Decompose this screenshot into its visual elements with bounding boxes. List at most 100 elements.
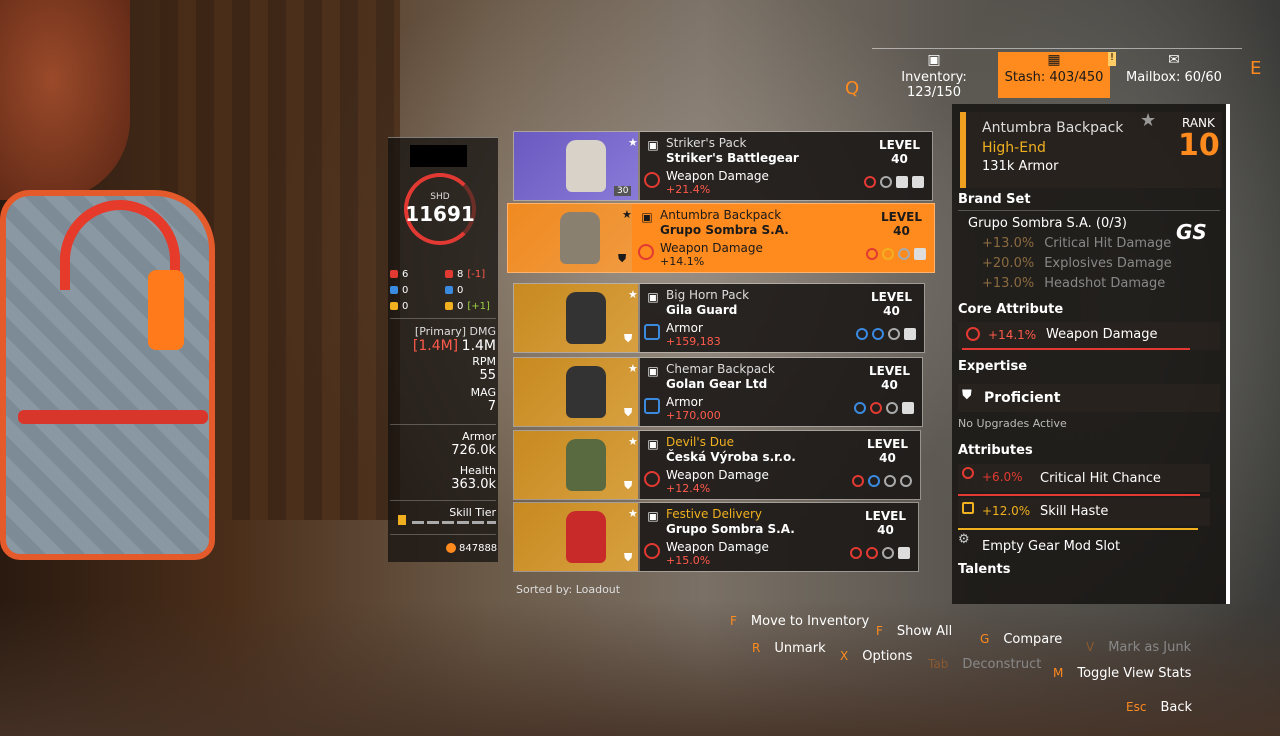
shield-icon: ⛊ [962, 388, 972, 403]
defense-mod-icon [856, 328, 868, 340]
skill-mod-count: 0 [457, 300, 464, 312]
topbar-divider [872, 48, 1242, 49]
talent-icon [898, 248, 910, 260]
favorite-star-icon[interactable]: ★ [628, 507, 638, 520]
item-mod-icons [856, 328, 916, 340]
tab-inventory[interactable]: ▣ Inventory: 123/150 [878, 52, 990, 100]
credits: 847888 [446, 543, 497, 554]
item-info: ▣ Devil's Due Česká Výroba s.r.o. Weapon… [640, 431, 920, 499]
item-chemar-backpack[interactable]: ★ ⛊ ▣ Chemar Backpack Golan Gear Ltd Arm… [513, 357, 923, 427]
mailbox-count: Mailbox: 60/60 [1126, 70, 1222, 85]
offense-mod-icon [445, 270, 453, 278]
talent-icon [886, 402, 898, 414]
item-antumbra-backpack[interactable]: ★ ⛊ ▣ Antumbra Backpack Grupo Sombra S.A… [507, 203, 935, 273]
offense-mod-count: 8 [457, 268, 464, 280]
brand-bonus-value: +13.0% [982, 276, 1035, 291]
weapon-damage-icon [644, 543, 660, 559]
expertise-upgrades: No Upgrades Active [958, 417, 1067, 430]
talent-icon [888, 328, 900, 340]
backpack-icon: ▣ [647, 290, 659, 304]
brand-bonus-name: Headshot Damage [1044, 276, 1166, 291]
item-mod-icons [852, 475, 912, 487]
item-attribute: Armor [666, 321, 703, 335]
weapon-damage-icon [638, 244, 654, 260]
item-strikers-pack[interactable]: ★ 30 ▣ Striker's Pack Striker's Battlege… [513, 131, 933, 201]
item-big-horn-pack[interactable]: ★ ⛊ ▣ Big Horn Pack Gila Guard Armor +15… [513, 283, 925, 353]
tab-mailbox[interactable]: ✉ Mailbox: 60/60 [1118, 52, 1230, 98]
favorite-star-icon[interactable]: ★ [622, 208, 632, 221]
sort-indicator[interactable]: Sorted by: Loadout [516, 583, 621, 596]
health-value: 363.0k [451, 477, 496, 492]
rpm-stat: RPM 55 [392, 355, 496, 383]
offense-mod-icon [864, 176, 876, 188]
item-attribute-value: +14.1% [660, 255, 705, 268]
item-attribute-value: +15.0% [666, 554, 711, 567]
prev-tab-key[interactable]: Q [845, 78, 860, 99]
item-name: Festive Delivery [666, 507, 763, 521]
item-brand: Golan Gear Ltd [666, 377, 768, 391]
favorite-star-icon[interactable]: ★ [628, 435, 638, 448]
item-attribute-value: +170,000 [666, 409, 721, 422]
item-info: ▣ Antumbra Backpack Grupo Sombra S.A. We… [634, 204, 934, 272]
offense-mod-icon [866, 547, 878, 559]
credits-value: 847888 [459, 543, 498, 554]
favorite-star-icon[interactable]: ★ [628, 288, 638, 301]
offense-mod-icon [866, 248, 878, 260]
favorite-star-icon[interactable]: ★ [628, 136, 638, 149]
item-thumbnail [514, 503, 638, 571]
item-brand: Grupo Sombra S.A. [660, 223, 789, 237]
tab-stash[interactable]: ! ▦ Stash: 403/450 [998, 52, 1116, 98]
weapon-stats: [Primary] DMG [1.4M] 1.4M [392, 325, 496, 354]
talents-header: Talents [958, 562, 1011, 577]
backpack-icon: ▣ [647, 437, 659, 451]
favorite-star-icon[interactable]: ★ [628, 362, 638, 375]
health-label: Health [459, 464, 496, 477]
defense-mod-icon [872, 328, 884, 340]
attribute-bar [958, 528, 1198, 530]
favorite-star-icon[interactable]: ★ [1140, 110, 1157, 131]
empty-gear-mod-slot[interactable]: Empty Gear Mod Slot [982, 539, 1121, 554]
core-attribute-name: Weapon Damage [1046, 327, 1158, 342]
rpm-value: 55 [479, 368, 496, 383]
skill-tier-bar [412, 521, 496, 524]
grenade-icon [912, 176, 924, 188]
defense-icon [390, 286, 398, 294]
item-level-value: 40 [877, 523, 894, 537]
attributes-header: Attributes [958, 443, 1033, 458]
item-level-label: LEVEL [867, 437, 908, 451]
brand-bonus-name: Critical Hit Damage [1044, 236, 1172, 251]
weapon-dmg-label: [Primary] DMG [414, 325, 496, 338]
defense-mod-icon [868, 475, 880, 487]
item-level-value: 40 [883, 304, 900, 318]
scene-floor [0, 600, 1280, 736]
item-devils-due[interactable]: ★ ⛊ ▣ Devil's Due Česká Výroba s.r.o. We… [513, 430, 921, 500]
shd-level-ring: SHD 11691 [404, 173, 476, 245]
detail-item-name: Antumbra Backpack [982, 120, 1124, 136]
item-thumbnail [514, 284, 638, 352]
item-brand: Grupo Sombra S.A. [666, 522, 795, 536]
next-tab-key[interactable]: E [1250, 58, 1262, 79]
rpm-label: RPM [472, 355, 496, 368]
item-attribute-value: +159,183 [666, 335, 721, 348]
expertise-header: Expertise [958, 359, 1028, 374]
mag-value: 7 [487, 399, 496, 414]
item-level-badge: 30 [614, 186, 632, 196]
attribute-name: Skill Haste [1040, 504, 1109, 519]
item-festive-delivery[interactable]: ★ ⛊ ▣ Festive Delivery Grupo Sombra S.A.… [513, 502, 919, 572]
detail-item-rarity: High-End [982, 140, 1046, 156]
shd-label: SHD [430, 192, 450, 202]
offense-mod-icon [850, 547, 862, 559]
brand-bonus-3: +13.0% Headshot Damage [982, 276, 1165, 291]
item-info: ▣ Chemar Backpack Golan Gear Ltd Armor +… [640, 358, 922, 426]
